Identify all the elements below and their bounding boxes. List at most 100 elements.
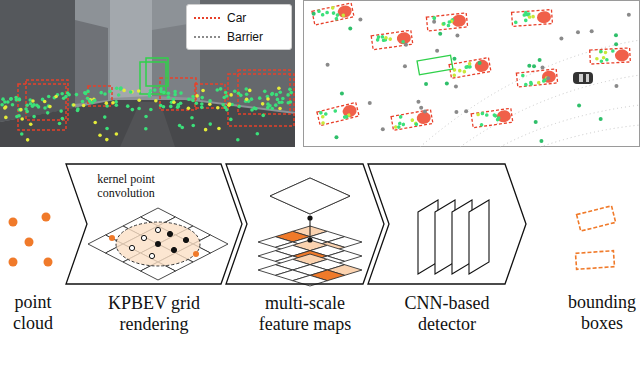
radar-points [277, 101, 281, 105]
output-boxes [575, 206, 615, 269]
radar-points [6, 100, 10, 104]
radar-points [289, 100, 293, 104]
bev-detections [317, 102, 359, 125]
bev-grid [141, 235, 146, 240]
radar-points [115, 132, 119, 136]
bev-image [540, 125, 640, 147]
bev-detections [521, 74, 525, 78]
radar-points [270, 107, 274, 111]
chevron-outline [368, 164, 526, 284]
bev-detections [331, 6, 335, 10]
stage-caption: CNN-based detector [392, 293, 502, 334]
radar-points [275, 93, 279, 97]
radar-points [75, 93, 79, 97]
bev-detections [516, 69, 557, 87]
radar-points [277, 86, 281, 90]
radar-points [200, 106, 204, 110]
point-cloud-dots [9, 258, 18, 267]
ego-car-icon [573, 72, 593, 84]
bev-detections [442, 22, 446, 26]
bev-detections [317, 9, 321, 13]
radar-points [46, 111, 50, 115]
radar-points [93, 121, 97, 125]
radar-points [25, 103, 29, 107]
legend-label: Car [227, 11, 246, 25]
bev-detections [599, 50, 603, 54]
radar-points [179, 91, 183, 95]
camera-image [0, 100, 295, 147]
radar-points [1, 97, 5, 101]
bev-detections [341, 13, 345, 17]
detection-box [18, 58, 294, 130]
bev-detections [447, 20, 451, 24]
bev-detections [401, 122, 405, 126]
radar-points [3, 106, 7, 110]
io-label: bounding boxes [566, 292, 638, 333]
radar-points [153, 88, 157, 92]
bev-image [420, 40, 640, 147]
radar-points [178, 124, 182, 128]
radar-points [119, 87, 123, 91]
radar-points [204, 128, 208, 132]
bev-detections [432, 16, 436, 20]
bev-detections [541, 66, 545, 70]
radar-points [159, 90, 163, 94]
stage-caption: multi-scale feature maps [245, 293, 365, 334]
legend-entry: Car [187, 8, 291, 27]
radar-points [266, 106, 270, 110]
bev-detections [340, 91, 344, 95]
bev-detections [559, 36, 563, 40]
bev-detections [474, 59, 490, 73]
ego-car-icon [573, 72, 593, 84]
radar-points [154, 99, 158, 103]
bev-detections [348, 26, 352, 30]
radar-points [43, 100, 47, 104]
radar-points [176, 105, 180, 109]
radar-points [32, 103, 36, 107]
radar-points [215, 88, 219, 92]
bev-image [420, 40, 640, 147]
bev-detections [396, 31, 412, 45]
camera-image [120, 102, 175, 147]
bev-detections [590, 29, 594, 33]
bev-detections [534, 120, 538, 124]
point-cloud-dots [42, 213, 51, 222]
radar-points [263, 90, 267, 94]
radar-points [99, 91, 103, 95]
bev-detections [614, 42, 618, 46]
radar-points [216, 106, 220, 110]
bev-detections [326, 63, 330, 67]
radar-points [258, 96, 262, 100]
camera-image [0, 0, 295, 147]
point-cloud-dots [25, 238, 34, 247]
bev-detections [595, 57, 599, 61]
radar-points [105, 127, 109, 131]
radar-points [148, 94, 152, 98]
bev-detections [324, 112, 328, 116]
radar-points [122, 89, 126, 93]
bev-detections [414, 121, 418, 125]
bev-detections [337, 4, 353, 19]
radar-points [103, 115, 107, 119]
radar-points [167, 91, 171, 95]
bev-detections [455, 33, 459, 37]
bev-detections [424, 82, 428, 86]
radar-points [172, 100, 176, 104]
bev-detections [467, 62, 471, 66]
bev-detections [391, 110, 433, 131]
chevron-shape [367, 163, 527, 285]
radar-points [179, 101, 183, 105]
radar-points [54, 95, 58, 99]
feature-maps [258, 178, 362, 286]
radar-points [83, 91, 87, 95]
bev-detections [312, 3, 354, 25]
bev-detections [331, 11, 335, 15]
detection-box [238, 70, 290, 114]
radar-points [76, 109, 80, 113]
bev-detections [527, 12, 531, 16]
camera-image [0, 0, 75, 122]
bev-detections [321, 121, 325, 125]
radar-points [173, 90, 177, 94]
bev-detections [321, 115, 325, 119]
bev-detections [371, 30, 413, 49]
